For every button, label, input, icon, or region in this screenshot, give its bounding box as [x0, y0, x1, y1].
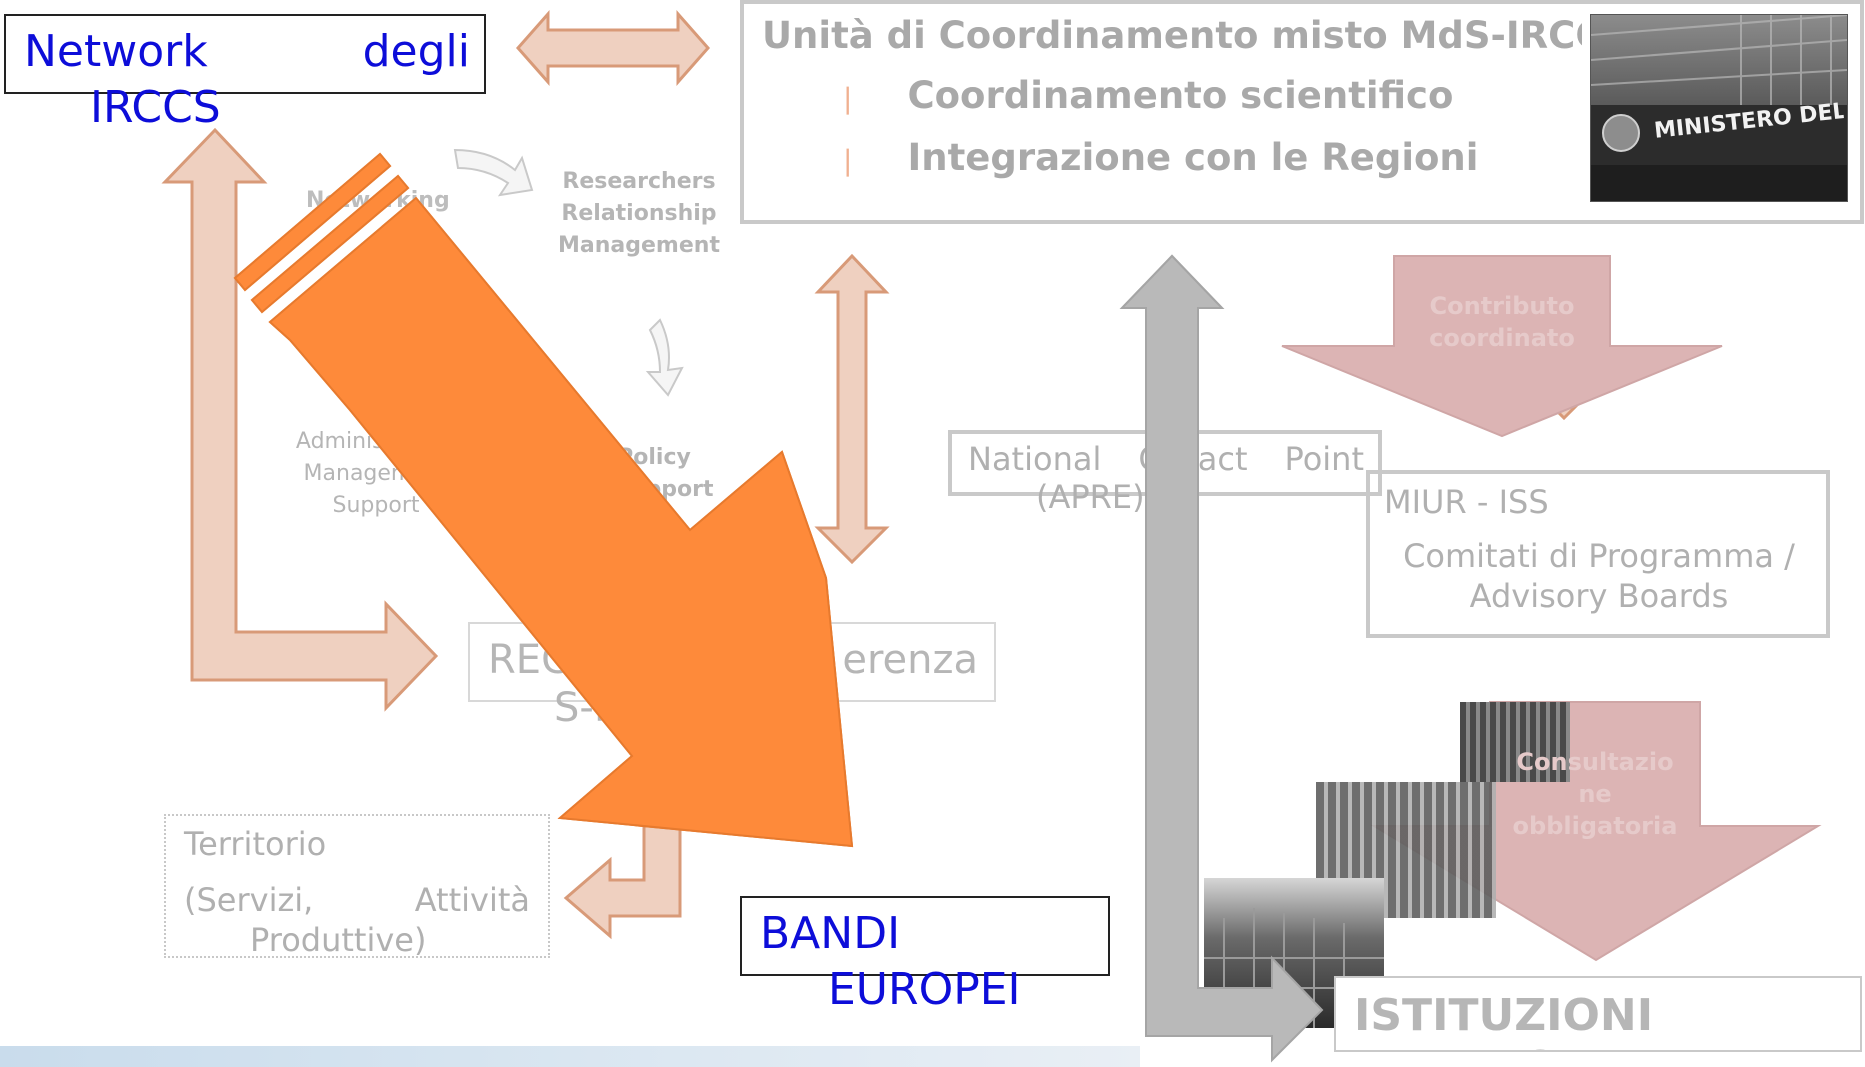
footer-stripe	[0, 1046, 1140, 1067]
coordination-bullet-2: ❘Integrazione con le Regioni	[836, 136, 1479, 179]
istituzioni-box: ISTITUZIONI EUROPEE	[1334, 976, 1862, 1052]
network-irccs-label: Network degli IRCCS	[24, 26, 470, 133]
miur-box	[1366, 470, 1830, 638]
istituzioni-label: ISTITUZIONI EUROPEE	[1354, 990, 1654, 1050]
eu-building-photo-1	[1460, 702, 1570, 782]
consultazione-label: Consultazio ne obbligatoria	[1512, 748, 1678, 840]
coordination-bullet-1: ❘Coordinamento scientifico	[836, 74, 1454, 117]
ministry-building-photo: MINISTERO DELLA SALUTE	[1590, 14, 1848, 202]
bandi-europei-box	[740, 896, 1110, 976]
contributo-label: Contributo coordinato	[1429, 292, 1575, 352]
territorio-label: Territorio (Servizi, Attività Produttive…	[184, 825, 530, 959]
coordination-title: Unità di Coordinamento misto MdS-IRCCS	[762, 14, 1582, 57]
territorio-arrow	[563, 808, 682, 940]
cycle-arrows	[453, 148, 684, 397]
miur-label: MIUR - ISS Comitati di Programma / Advis…	[1384, 483, 1795, 615]
top-double-arrow	[515, 10, 711, 86]
vertical-double-arrow-left	[814, 253, 890, 565]
network-irccs-box	[4, 14, 486, 94]
bandi-europei-label: BANDI EUROPEI	[760, 908, 1021, 1015]
contributo-down-arrow	[1281, 255, 1723, 438]
cycle-researchers: Researchers Relationship Management	[558, 169, 720, 258]
l-shaped-arrow	[161, 127, 439, 712]
territorio-box	[164, 814, 550, 958]
